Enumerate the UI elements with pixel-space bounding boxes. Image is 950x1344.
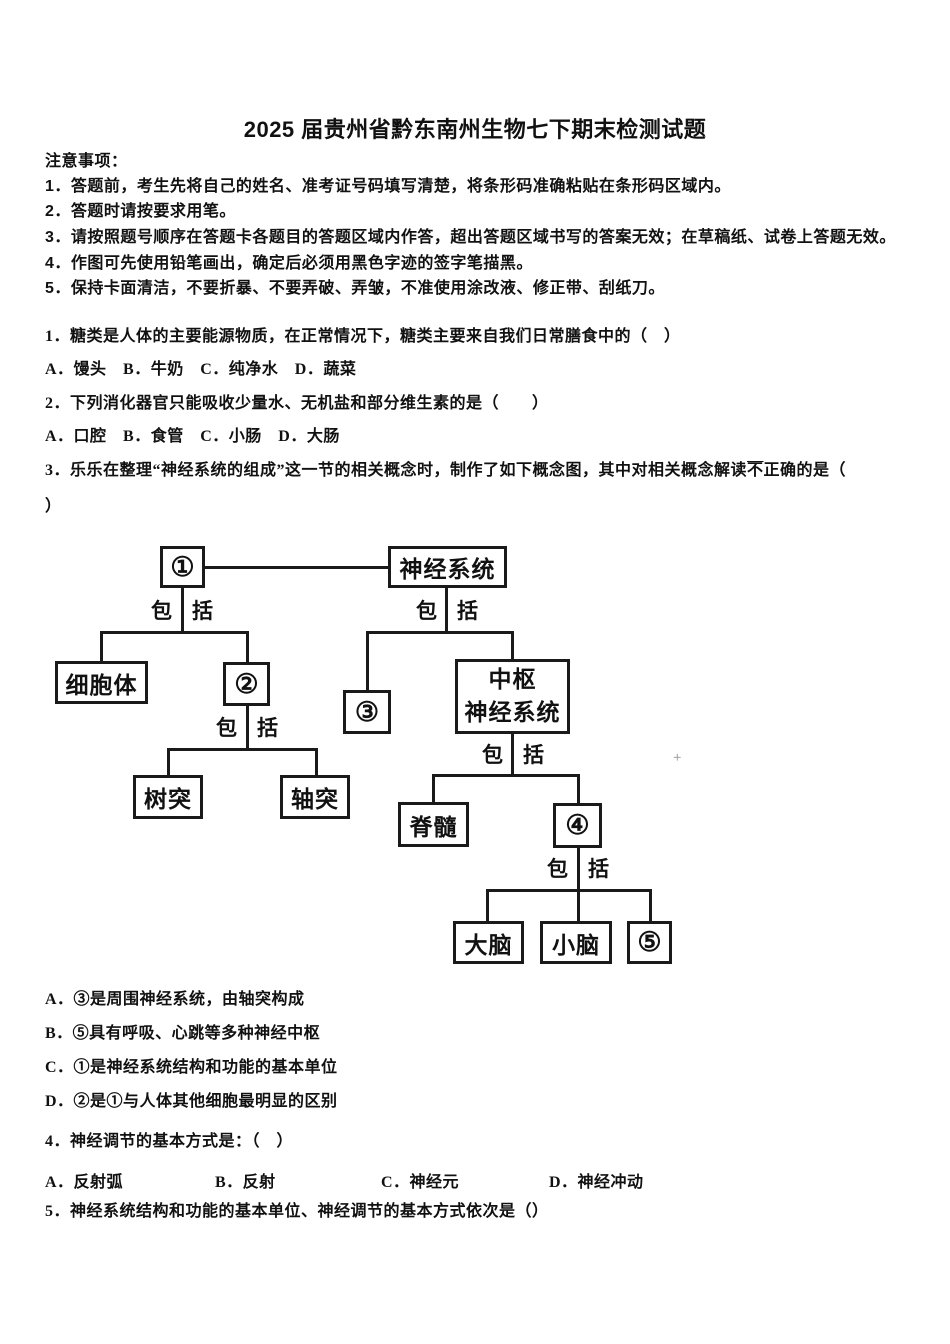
connector-line — [315, 748, 318, 777]
node-4-box: ④ — [553, 803, 602, 848]
include-label: 包括 — [547, 857, 609, 881]
include-char: 包 — [482, 743, 503, 767]
question-3-close-paren: ） — [45, 498, 62, 515]
include-label: 包括 — [416, 599, 478, 623]
connector-line — [486, 889, 652, 892]
question-4-option-d: D．神经冲动 — [549, 1174, 644, 1191]
connector-line — [181, 588, 184, 634]
page-title: 2025 届贵州省黔东南州生物七下期末检测试题 — [243, 117, 707, 142]
connector-line — [577, 774, 580, 805]
notice-header: 注意事项： — [45, 153, 128, 170]
axon-box: 轴突 — [280, 775, 350, 819]
include-char: 括 — [588, 857, 609, 881]
question-1-options: A．馒头 B．牛奶 C．纯净水 D．蔬菜 — [45, 361, 357, 378]
include-label: 包括 — [216, 716, 278, 740]
include-char: 括 — [192, 599, 213, 623]
node-2-box: ② — [223, 662, 270, 706]
connector-line — [649, 889, 652, 922]
question-3-option-b: B．⑤具有呼吸、心跳等多种神经中枢 — [45, 1025, 321, 1042]
question-4-option-b: B．反射 — [215, 1174, 276, 1191]
cell-body-box: 细胞体 — [55, 661, 148, 704]
dendrite-box: 树突 — [133, 775, 203, 819]
connector-line — [100, 631, 103, 662]
node-3-box: ③ — [343, 690, 391, 734]
question-3-option-c: C．①是神经系统结构和功能的基本单位 — [45, 1059, 338, 1076]
question-4-text: 4．神经调节的基本方式是：（ ） — [45, 1133, 294, 1150]
notice-item: 4．作图可先使用铅笔画出，确定后必须用黑色字迹的签字笔描黑。 — [45, 255, 533, 272]
cns-line1: 中枢 — [488, 667, 537, 693]
nervous-system-box: 神经系统 — [388, 546, 507, 588]
connector-line — [366, 631, 514, 634]
question-2-text: 2．下列消化器官只能吸收少量水、无机盐和部分维生素的是（ ） — [45, 395, 549, 412]
connector-line — [246, 631, 249, 664]
include-label: 包括 — [482, 743, 544, 767]
notice-item: 3．请按照题号顺序在答题卡各题目的答题区域内作答，超出答题区域书写的答案无效；在… — [45, 229, 896, 246]
connector-line — [577, 848, 580, 892]
include-char: 括 — [457, 599, 478, 623]
notice-item: 1．答题前，考生先将自己的姓名、准考证号码填写清楚，将条形码准确粘贴在条形码区域… — [45, 178, 731, 195]
connector-line — [432, 774, 580, 777]
include-char: 包 — [547, 857, 568, 881]
cerebrum-box: 大脑 — [453, 921, 524, 964]
include-char: 括 — [257, 716, 278, 740]
connector-line — [100, 631, 249, 634]
include-char: 包 — [216, 716, 237, 740]
connector-line — [167, 748, 318, 751]
question-4-option-c: C．神经元 — [381, 1174, 460, 1191]
question-4-option-a: A．反射弧 — [45, 1174, 124, 1191]
question-2-options: A．口腔 B．食管 C．小肠 D．大肠 — [45, 428, 340, 445]
plus-cursor-artifact: + — [673, 750, 682, 766]
connector-line — [366, 631, 369, 692]
connector-line — [486, 889, 489, 922]
question-3-emphasis: 不 — [747, 462, 764, 479]
include-label: 包括 — [151, 599, 213, 623]
question-1-text: 1．糖类是人体的主要能源物质，在正常情况下，糖类主要来自我们日常膳食中的（ ） — [45, 328, 681, 345]
cns-line2: 神经系统 — [464, 699, 561, 725]
connector-line — [205, 566, 388, 569]
connector-line — [246, 705, 249, 751]
spinal-cord-box: 脊髓 — [398, 802, 469, 847]
notice-item: 5．保持卡面清洁，不要折暴、不要弄破、弄皱，不准使用涂改液、修正带、刮纸刀。 — [45, 280, 665, 297]
question-3-option-a: A．③是周围神经系统，由轴突构成 — [45, 991, 305, 1008]
connector-line — [445, 588, 448, 634]
question-3-text-after: 正确的是（ — [763, 462, 847, 479]
node-1-box: ① — [160, 546, 205, 588]
connector-line — [432, 774, 435, 804]
include-char: 括 — [523, 743, 544, 767]
include-char: 包 — [416, 599, 437, 623]
connector-line — [511, 631, 514, 661]
connector-line — [167, 748, 170, 777]
node-5-box: ⑤ — [627, 921, 672, 964]
connector-line — [511, 734, 514, 777]
notice-item: 2．答题时请按要求用笔。 — [45, 203, 236, 220]
question-5-text: 5．神经系统结构和功能的基本单位、神经调节的基本方式依次是（） — [45, 1203, 549, 1220]
connector-line — [577, 889, 580, 922]
question-3-text-before: 3．乐乐在整理“神经系统的组成”这一节的相关概念时，制作了如下概念图，其中对相关… — [45, 462, 748, 479]
include-char: 包 — [151, 599, 172, 623]
question-3-text: 3．乐乐在整理“神经系统的组成”这一节的相关概念时，制作了如下概念图，其中对相关… — [45, 461, 846, 480]
cns-box: 中枢神经系统 — [455, 659, 570, 734]
cerebellum-box: 小脑 — [540, 921, 612, 964]
question-3-option-d: D．②是①与人体其他细胞最明显的区别 — [45, 1093, 338, 1110]
